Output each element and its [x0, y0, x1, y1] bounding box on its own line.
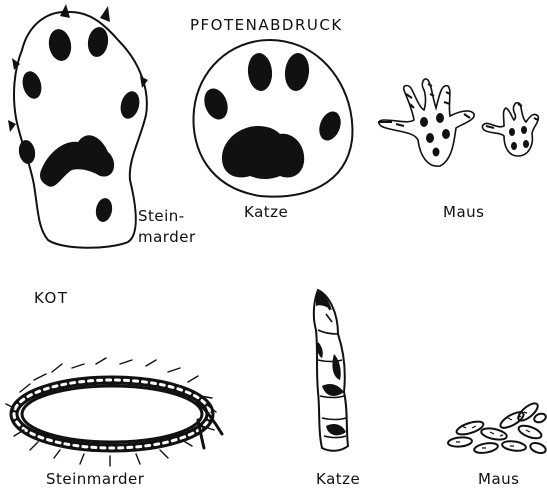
mouse-pad	[420, 117, 428, 127]
mouse-toe-stripe	[464, 114, 470, 118]
label-paw-marten-line1: Stein-	[138, 206, 196, 227]
marten-droppings	[6, 358, 222, 466]
mouse-pad	[511, 142, 517, 150]
label-dropping-marten: Steinmarder	[46, 470, 144, 488]
cat-toe-pad	[246, 52, 273, 92]
label-dropping-mouse: Maus	[478, 470, 519, 488]
marten-dropping-ring	[22, 386, 202, 442]
cat-main-pad	[222, 126, 304, 179]
cat-dropping	[314, 290, 348, 451]
label-dropping-cat: Katze	[316, 470, 360, 488]
marten-main-pad	[40, 135, 114, 186]
cat-dropping-shading	[317, 342, 346, 435]
marten-toe-pad	[17, 139, 37, 165]
cat-toe-pad	[315, 108, 344, 143]
mouse-pad	[442, 129, 450, 139]
marten-claw	[100, 6, 110, 22]
cat-paw-print	[194, 40, 353, 197]
marten-toe-pad	[118, 89, 143, 121]
mouse-pad	[426, 133, 434, 143]
mouse-paw-print-small	[482, 103, 538, 156]
mouse-toe-stripe	[534, 118, 538, 120]
mouse-toe-stripe	[518, 104, 522, 106]
mouse-pad	[509, 128, 515, 136]
cat-dropping-segments	[318, 300, 346, 438]
cat-toe-pad	[200, 85, 232, 123]
mouse-pad	[433, 148, 440, 157]
mouse-pad	[436, 113, 444, 123]
cat-toe-pad	[283, 52, 311, 92]
mouse-pellet	[529, 441, 547, 455]
label-paw-marten: Stein- marder	[138, 206, 196, 248]
marten-toe-pad	[94, 197, 114, 223]
mouse-toe-stripe	[378, 122, 404, 126]
heading-paw-prints: PFOTENABDRUCK	[190, 16, 343, 34]
mouse-pad	[523, 140, 529, 148]
mouse-pad	[521, 126, 527, 134]
marten-paw-outline	[14, 12, 147, 248]
marten-paw-print	[8, 4, 148, 248]
marten-toe-pad	[20, 69, 45, 101]
heading-droppings: KOT	[34, 289, 69, 307]
mouse-toe-stripe	[486, 126, 494, 128]
marten-toe-pad	[46, 27, 73, 62]
mouse-droppings	[448, 400, 547, 455]
mouse-paw-print-large	[378, 79, 474, 166]
mouse-pellet	[533, 412, 547, 424]
label-paw-cat: Katze	[244, 203, 288, 221]
marten-claw	[8, 120, 16, 132]
label-paw-mouse: Maus	[443, 203, 484, 221]
label-paw-marten-line2: marder	[138, 227, 196, 248]
mouse-pellet	[455, 419, 485, 437]
marten-toe-pad	[86, 26, 110, 58]
